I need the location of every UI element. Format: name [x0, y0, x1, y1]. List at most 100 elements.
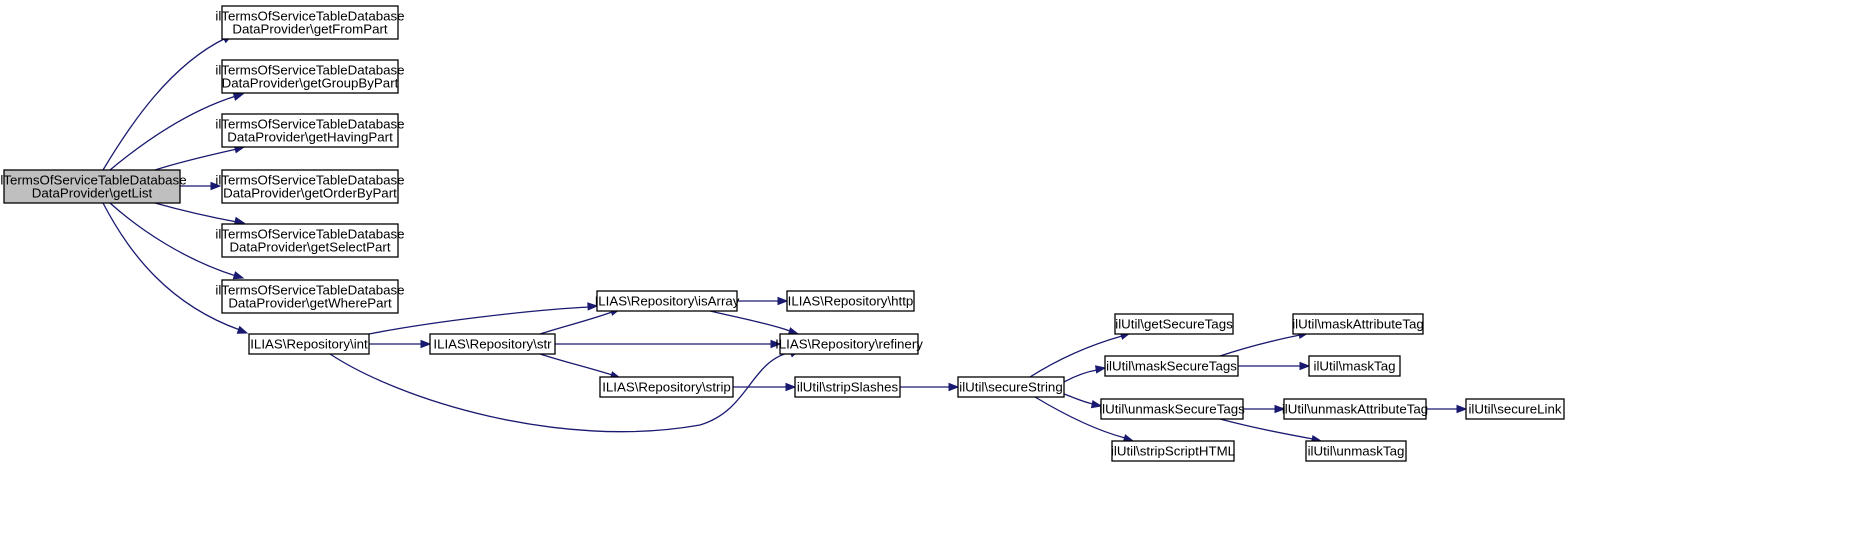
- edge-unmasksecuretags-unmasktag: [1219, 418, 1323, 444]
- node-box: [3, 169, 181, 204]
- node-from[interactable]: ilTermsOfServiceTableDatabaseDataProvide…: [215, 5, 405, 40]
- node-label: DataProvider\getList: [32, 186, 153, 201]
- edge-masksecuretags-maskattributetag: [1219, 330, 1310, 357]
- node-label: ilUtil\secureLink: [1468, 402, 1561, 417]
- node-box: [794, 376, 901, 398]
- node-box: [596, 290, 738, 312]
- edge-stripslashes-securestring: [900, 382, 960, 392]
- edge-securestring-unmasksecuretags: [1063, 393, 1103, 409]
- edge-line: [1063, 369, 1098, 383]
- edge-str-strip: [539, 353, 622, 380]
- node-label: ilTermsOfServiceTableDatabase: [215, 9, 404, 24]
- node-label: ilTermsOfServiceTableDatabase: [215, 117, 404, 132]
- node-label: ilUtil\stripScriptHTML: [1111, 444, 1235, 459]
- edge-line: [709, 310, 791, 332]
- node-box: [221, 5, 399, 40]
- edge-line: [1034, 396, 1126, 439]
- node-unmasktag[interactable]: ilUtil\unmaskTag: [1305, 440, 1407, 462]
- arrowhead-icon: [948, 382, 960, 392]
- node-strip[interactable]: ILIAS\Repository\strip: [599, 376, 734, 398]
- node-label: ILIAS\Repository\isArray: [595, 294, 740, 309]
- edge-root-order: [180, 181, 222, 191]
- arrowhead-icon: [1274, 404, 1286, 414]
- edge-line: [154, 202, 238, 223]
- node-unmasksecuretags[interactable]: ilUtil\unmaskSecureTags: [1099, 398, 1245, 420]
- edge-isarray-refinery: [709, 310, 800, 336]
- node-isarray[interactable]: ILIAS\Repository\isArray: [595, 290, 740, 312]
- edge-isarray-http: [737, 296, 789, 306]
- node-box: [1114, 313, 1234, 335]
- edge-root-where: [109, 202, 245, 280]
- node-masksecuretags[interactable]: ilUtil\maskSecureTags: [1104, 355, 1239, 377]
- node-maskattributetag[interactable]: ilUtil\maskAttributeTag: [1292, 313, 1424, 335]
- node-label: ilTermsOfServiceTableDatabase: [215, 173, 404, 188]
- node-stripscripthtml[interactable]: ilUtil\stripScriptHTML: [1111, 440, 1235, 462]
- node-http[interactable]: ILIAS\Repository\http: [786, 290, 915, 312]
- edge-root-group: [109, 92, 245, 171]
- arrowhead-icon: [210, 181, 222, 191]
- edge-securestring-masksecuretags: [1063, 365, 1107, 383]
- edge-line: [1219, 418, 1314, 440]
- node-root[interactable]: ilTermsOfServiceTableDatabaseDataProvide…: [0, 169, 187, 204]
- node-label: ilUtil\maskSecureTags: [1106, 359, 1237, 374]
- node-label: ilUtil\unmaskSecureTags: [1099, 402, 1245, 417]
- node-label: DataProvider\getSelectPart: [229, 240, 390, 255]
- edge-str-isarray: [539, 307, 622, 335]
- node-label: ilUtil\unmaskTag: [1308, 444, 1405, 459]
- node-box: [1283, 398, 1427, 420]
- node-unmaskattributetag[interactable]: ilUtil\unmaskAttributeTag: [1282, 398, 1428, 420]
- node-label: DataProvider\getOrderByPart: [223, 186, 397, 201]
- node-box: [221, 169, 399, 204]
- node-masktag[interactable]: ilUtil\maskTag: [1308, 355, 1401, 377]
- node-label: ilUtil\unmaskAttributeTag: [1282, 402, 1428, 417]
- node-box: [248, 333, 370, 355]
- node-label: DataProvider\getWherePart: [228, 296, 392, 311]
- node-label: ILIAS\Repository\str: [433, 337, 552, 352]
- edge-line: [368, 306, 590, 335]
- node-label: ILIAS\Repository\strip: [602, 380, 731, 395]
- node-str[interactable]: ILIAS\Repository\str: [429, 333, 556, 355]
- node-label: DataProvider\getFromPart: [232, 22, 387, 37]
- node-label: ilUtil\maskTag: [1313, 359, 1395, 374]
- node-box: [1100, 398, 1244, 420]
- node-box: [599, 376, 734, 398]
- node-securestring[interactable]: ilUtil\secureString: [957, 376, 1065, 398]
- edge-line: [102, 37, 227, 171]
- node-securelink[interactable]: ilUtil\secureLink: [1465, 398, 1565, 420]
- node-box: [957, 376, 1065, 398]
- node-label: ilUtil\getSecureTags: [1115, 317, 1233, 332]
- arrowhead-icon: [785, 382, 797, 392]
- node-int[interactable]: ILIAS\Repository\int: [248, 333, 370, 355]
- edge-line: [109, 202, 237, 277]
- node-box: [221, 279, 399, 314]
- node-group[interactable]: ilTermsOfServiceTableDatabaseDataProvide…: [215, 59, 405, 94]
- node-select[interactable]: ilTermsOfServiceTableDatabaseDataProvide…: [215, 223, 405, 258]
- node-label: ilTermsOfServiceTableDatabase: [215, 63, 404, 78]
- edge-int-str: [369, 339, 432, 349]
- edge-line: [102, 202, 241, 331]
- edge-str-refinery: [555, 339, 782, 349]
- function-nodes: ilTermsOfServiceTableDatabaseDataProvide…: [0, 5, 1565, 462]
- node-where[interactable]: ilTermsOfServiceTableDatabaseDataProvide…: [215, 279, 405, 314]
- arrowhead-icon: [1456, 404, 1468, 414]
- node-getsecuretags[interactable]: ilUtil\getSecureTags: [1114, 313, 1234, 335]
- node-box: [221, 223, 399, 258]
- arrowhead-icon: [770, 339, 782, 349]
- node-label: ILIAS\Repository\int: [250, 337, 368, 352]
- node-box: [779, 333, 919, 355]
- edge-line: [1219, 334, 1301, 357]
- call-edges: [102, 34, 1468, 444]
- node-order[interactable]: ilTermsOfServiceTableDatabaseDataProvide…: [215, 169, 405, 204]
- edge-root-having: [154, 145, 246, 171]
- node-box: [1305, 440, 1407, 462]
- node-stripslashes[interactable]: ilUtil\stripSlashes: [794, 376, 901, 398]
- edge-line: [154, 148, 238, 171]
- node-having[interactable]: ilTermsOfServiceTableDatabaseDataProvide…: [215, 113, 405, 148]
- node-box: [1465, 398, 1565, 420]
- node-box: [221, 59, 399, 94]
- arrowhead-icon: [1299, 361, 1311, 371]
- edge-line: [1029, 335, 1123, 378]
- node-refinery[interactable]: ILIAS\Repository\refinery: [775, 333, 923, 355]
- edge-line: [1063, 393, 1094, 405]
